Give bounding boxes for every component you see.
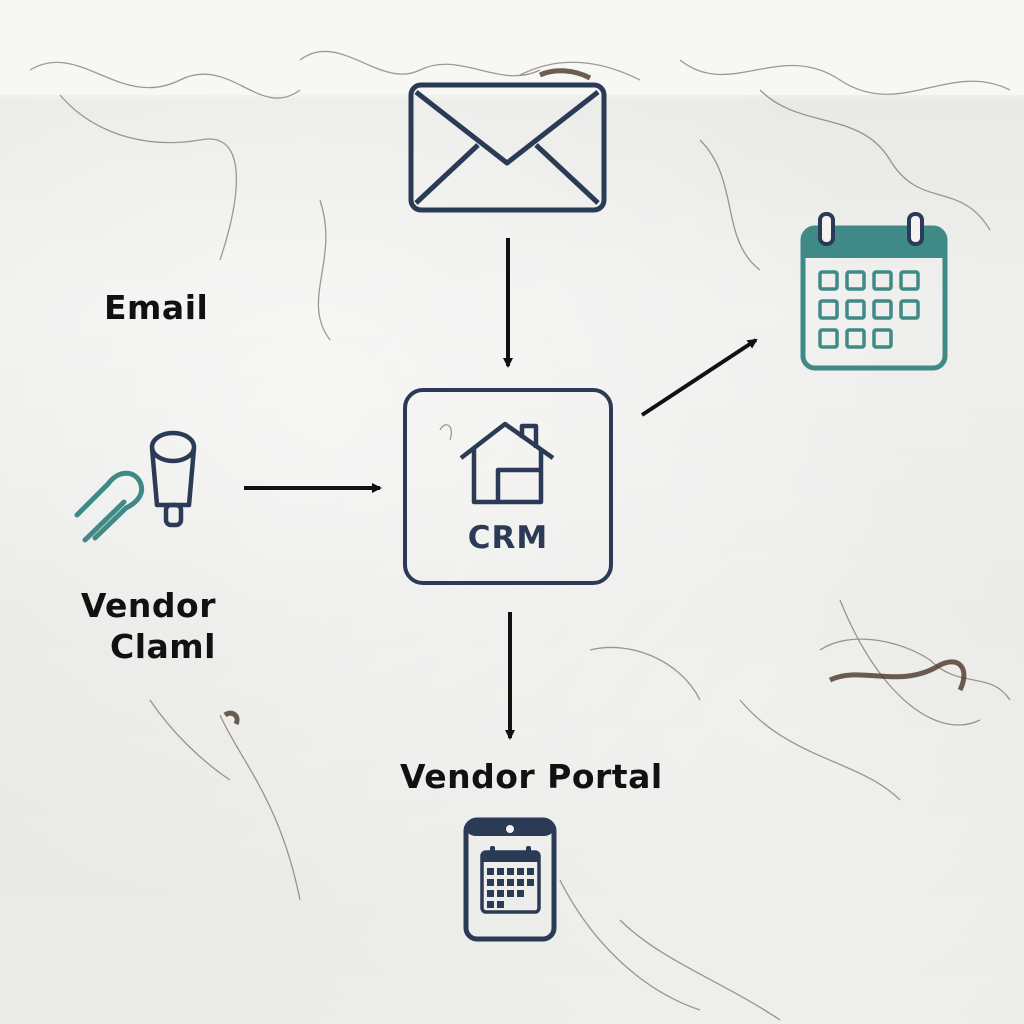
phone-calendar-icon bbox=[463, 817, 557, 942]
vendor-portal-label: Vendor Portal bbox=[400, 757, 663, 796]
paper-top-strip bbox=[0, 0, 1024, 95]
fiber-clump bbox=[223, 68, 967, 726]
house-icon bbox=[459, 421, 555, 505]
meteor-capsule-icon bbox=[74, 430, 197, 543]
email-label: Email bbox=[104, 288, 209, 327]
vendor-claim-label-line2: Claml bbox=[110, 627, 216, 666]
fiber-decoration bbox=[29, 50, 1011, 1021]
vendor-claim-label-line1: Vendor bbox=[80, 586, 216, 625]
crm-box bbox=[403, 388, 613, 585]
vendor-claim-label: Vendor Claml bbox=[66, 585, 216, 667]
crm-label: CRM bbox=[467, 520, 549, 556]
arrow-crm-to-calendar bbox=[640, 338, 758, 417]
calendar-icon bbox=[800, 212, 948, 371]
envelope-icon bbox=[408, 82, 607, 213]
